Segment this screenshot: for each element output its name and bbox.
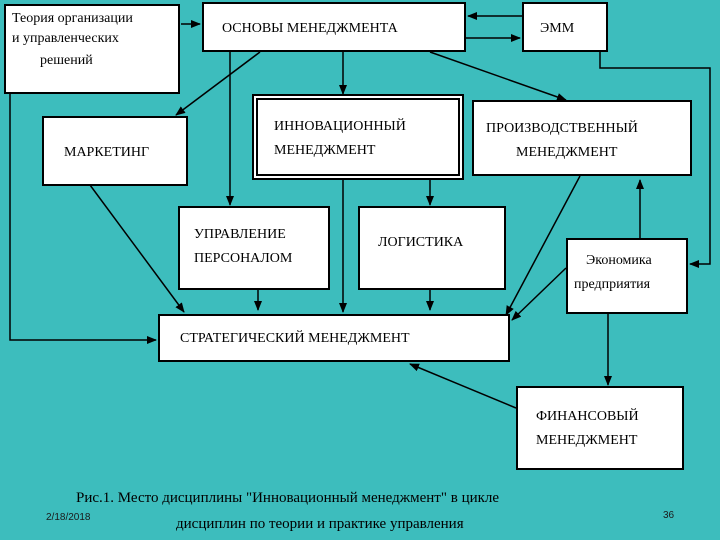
- marketing-label: МАРКЕТИНГ: [64, 145, 150, 160]
- arrow-emmm-to-economics: [599, 52, 711, 268]
- personnel-line-2: ПЕРСОНАЛОМ: [194, 251, 293, 266]
- theory-line-1: Теория организации: [12, 11, 133, 26]
- basics-label: ОСНОВЫ МЕНЕДЖМЕНТА: [222, 21, 398, 36]
- financial-line-2: МЕНЕДЖМЕНТ: [536, 433, 638, 448]
- economics-box: Экономика предприятия: [566, 238, 688, 314]
- arrow-basics-to-marketing: [175, 51, 261, 116]
- arrow-economics-to-strategic: [511, 267, 567, 321]
- arrow-theory-to-strategic: [9, 94, 157, 344]
- arrow-production-to-strategic: [505, 175, 581, 316]
- theory-line-2: и управленческих: [12, 31, 119, 46]
- innovation-line-2: МЕНЕДЖМЕНТ: [274, 143, 376, 158]
- arrow-marketing-to-strategic: [89, 184, 185, 313]
- emmm-label: ЭММ: [540, 21, 575, 36]
- slide-page-number: 36: [663, 510, 675, 521]
- personnel-box: УПРАВЛЕНИЕ ПЕРСОНАЛОМ: [178, 206, 330, 290]
- innovation-box: ИННОВАЦИОННЫЙ МЕНЕДЖМЕНТ: [254, 96, 462, 178]
- logistics-label: ЛОГИСТИКА: [378, 235, 464, 250]
- production-box: ПРОИЗВОДСТВЕННЫЙ МЕНЕДЖМЕНТ: [472, 100, 692, 176]
- production-line-2: МЕНЕДЖМЕНТ: [516, 145, 618, 160]
- basics-box: ОСНОВЫ МЕНЕДЖМЕНТА: [202, 2, 466, 52]
- theory-box: Теория организации и управленческих реше…: [4, 4, 180, 94]
- figure-caption-line-2: дисциплин по теории и практике управлени…: [176, 516, 464, 532]
- personnel-line-1: УПРАВЛЕНИЕ: [194, 227, 286, 242]
- strategic-box: СТРАТЕГИЧЕСКИЙ МЕНЕДЖМЕНТ: [158, 314, 510, 362]
- logistics-box: ЛОГИСТИКА: [358, 206, 506, 290]
- arrow-basics-to-production: [429, 51, 567, 101]
- theory-line-3: решений: [40, 53, 93, 68]
- emmm-box: ЭММ: [522, 2, 608, 52]
- strategic-label: СТРАТЕГИЧЕСКИЙ МЕНЕДЖМЕНТ: [180, 331, 410, 346]
- arrow-financial-to-strategic: [409, 363, 517, 409]
- slide-date: 2/18/2018: [46, 512, 91, 523]
- financial-line-1: ФИНАНСОВЫЙ: [536, 409, 639, 424]
- innovation-line-1: ИННОВАЦИОННЫЙ: [274, 119, 406, 134]
- production-line-1: ПРОИЗВОДСТВЕННЫЙ: [486, 121, 638, 136]
- marketing-box: МАРКЕТИНГ: [42, 116, 188, 186]
- economics-line-2: предприятия: [574, 277, 651, 292]
- economics-line-1: Экономика: [586, 253, 652, 268]
- financial-box: ФИНАНСОВЫЙ МЕНЕДЖМЕНТ: [516, 386, 684, 470]
- figure-caption-line-1: Рис.1. Место дисциплины "Инновационный м…: [76, 490, 500, 506]
